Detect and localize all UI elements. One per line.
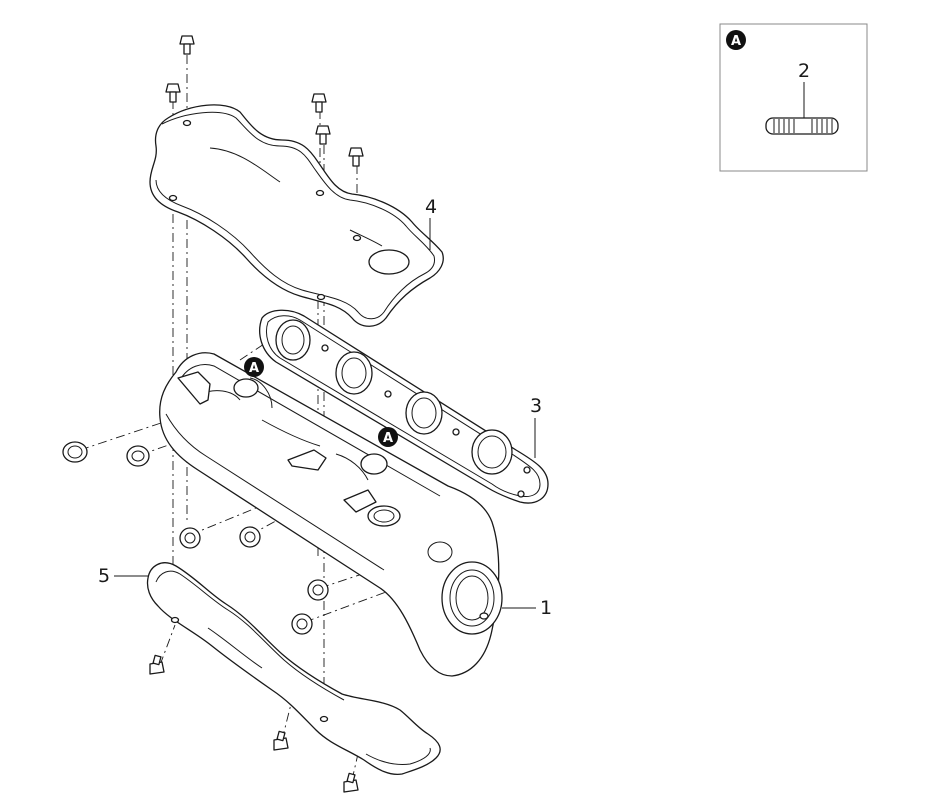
callout-group-3: 3 (530, 395, 542, 458)
bolt-icon (179, 35, 195, 55)
nut-icon (62, 441, 88, 463)
svg-text:A: A (249, 361, 259, 376)
callout-group-1: 1 (502, 597, 552, 619)
upper-heat-shield (149, 104, 444, 327)
detail-badge-a: A (726, 30, 746, 50)
stud-icon (765, 117, 839, 135)
svg-text:A: A (731, 34, 741, 49)
bolt-icon (165, 83, 181, 103)
bolts-top (165, 35, 364, 167)
bolt-icon (315, 125, 331, 145)
callout-part-5: 5 (98, 565, 110, 587)
callout-part-4: 4 (425, 196, 437, 218)
bolt-icon (149, 654, 165, 675)
callout-part-3: 3 (530, 395, 542, 417)
callout-part-1: 1 (540, 597, 552, 619)
bolt-icon (273, 730, 289, 751)
stud-location-badge-a: A (378, 427, 398, 447)
exhaust-manifold (159, 352, 503, 677)
svg-text:A: A (383, 431, 393, 446)
flange-nuts (62, 441, 329, 635)
callout-group-4: 4 (425, 196, 437, 250)
nut-icon (307, 579, 329, 601)
bolt-icon (311, 93, 327, 113)
bolt-icon (343, 772, 359, 793)
nut-icon (239, 526, 261, 548)
detail-box-a: A 2 (719, 23, 868, 172)
nut-icon (126, 445, 150, 467)
bolt-icon (348, 147, 364, 167)
nut-icon (179, 527, 201, 549)
stud-location-badge-a: A (244, 357, 264, 377)
manifold-gasket (259, 309, 549, 504)
callout-group-5: 5 (98, 565, 148, 587)
lower-heat-shield (146, 562, 441, 776)
bolts-bottom (149, 654, 359, 793)
nut-icon (291, 613, 313, 635)
callout-part-2: 2 (798, 60, 810, 82)
